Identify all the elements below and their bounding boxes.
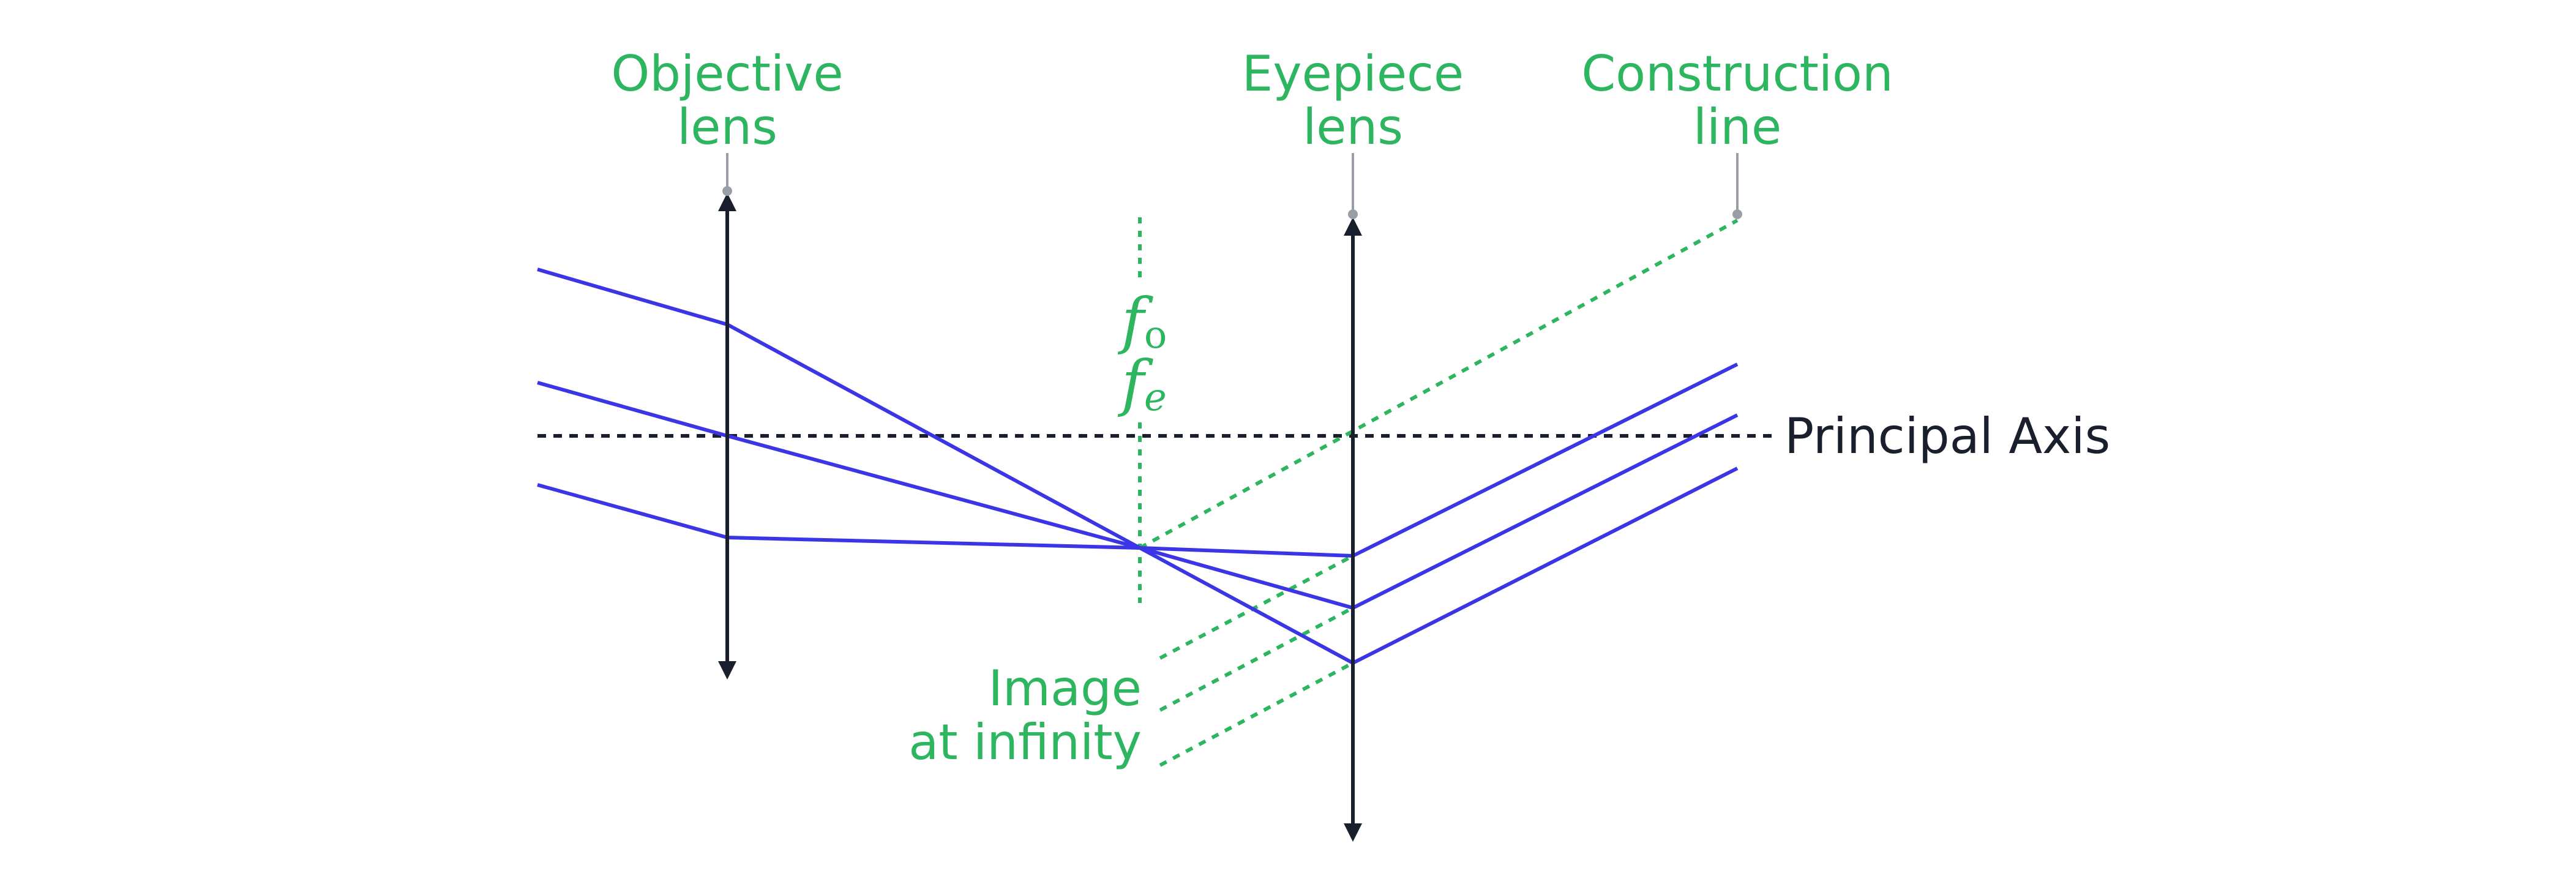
- objective-label-line2: lens: [677, 99, 777, 155]
- construction-leader-dot: [1732, 209, 1742, 219]
- construction-label-line2: line: [1693, 99, 1781, 155]
- principal-axis-label: Principal Axis: [1784, 408, 2110, 465]
- focal-objective-subscript: o: [1144, 312, 1167, 357]
- image-label-line2: at infinity: [908, 714, 1142, 771]
- construction-line-main: [1139, 219, 1739, 550]
- objective-leader-dot: [722, 186, 732, 196]
- focal-eyepiece-symbol: fe: [1117, 347, 1167, 419]
- ray-bottom: [537, 362, 1739, 558]
- eyepiece-label-line2: lens: [1303, 99, 1403, 155]
- focal-objective-symbol: fo: [1117, 285, 1167, 357]
- objective-label-line1: Objective: [611, 45, 843, 102]
- construction-line-back-1: [1159, 554, 1354, 660]
- image-label-line1: Image: [988, 660, 1142, 717]
- construction-label-line1: Construction: [1581, 45, 1893, 102]
- focal-eyepiece-subscript: e: [1144, 375, 1167, 419]
- construction-line-back-2: [1159, 606, 1354, 712]
- eyepiece-label-line1: Eyepiece: [1242, 45, 1464, 102]
- eyepiece-leader-dot: [1348, 209, 1358, 219]
- construction-line-back-3: [1159, 661, 1354, 767]
